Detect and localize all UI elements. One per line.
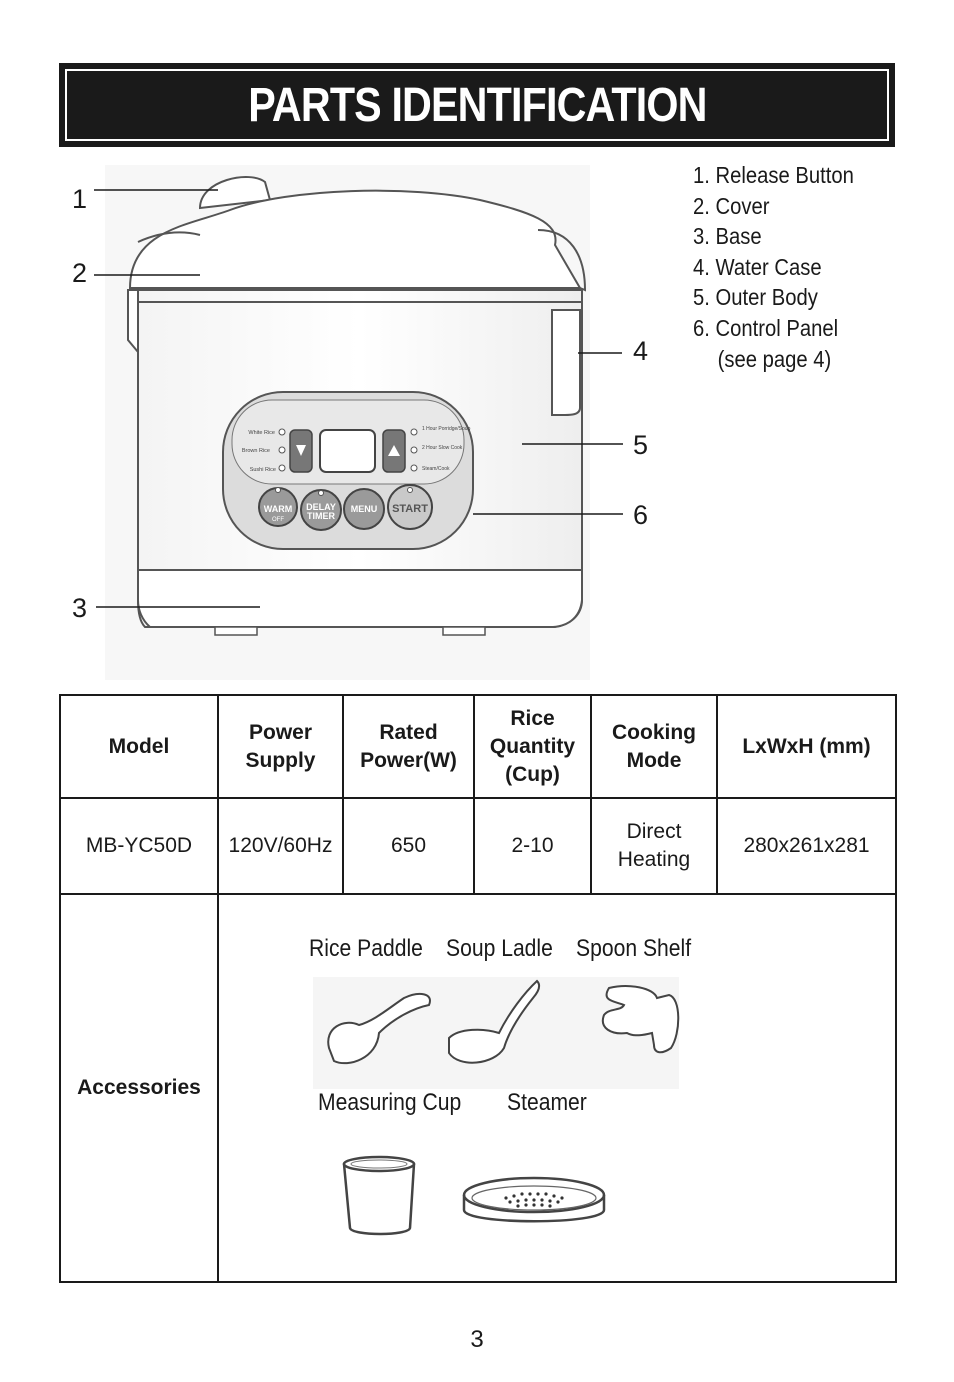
start-button <box>387 484 433 530</box>
svg-text:White Rice: White Rice <box>248 430 275 436</box>
display-screen <box>319 429 376 473</box>
steamer-icon <box>462 1176 606 1214</box>
accessories-label: Accessories <box>59 893 219 1283</box>
callout-4: 4 <box>633 336 649 366</box>
header-rice-quantity: Rice Quantity (Cup) <box>473 694 592 799</box>
spec-table: Model Power Supply Rated Power(W) Rice Q… <box>59 694 897 1283</box>
parts-list-note: (see page 4) <box>717 345 832 372</box>
svg-text:DELAY: DELAY <box>306 502 336 512</box>
table-header-row: Model Power Supply Rated Power(W) Rice Q… <box>59 694 897 799</box>
parts-list-item: 2. Cover <box>693 192 770 219</box>
value-cooking-mode: Direct Heating <box>590 797 718 895</box>
svg-text:TIMER: TIMER <box>307 511 335 521</box>
parts-list-item: 1. Release Button <box>693 162 854 188</box>
page-number: 3 <box>470 1326 484 1353</box>
callout-3: 3 <box>72 593 88 623</box>
svg-text:Brown Rice: Brown Rice <box>242 448 270 454</box>
menu-button <box>343 488 385 530</box>
accessories-area: Rice Paddle Soup Ladle Spoon Shelf Measu… <box>217 893 897 1283</box>
spoon-shelf-icon <box>601 985 680 1054</box>
accessory-soup-ladle-label: Soup Ladle <box>446 935 553 962</box>
header-dimensions: LxWxH (mm) <box>716 694 897 799</box>
accessory-cup-steamer-illustration <box>342 1155 606 1236</box>
value-power-supply: 120V/60Hz <box>217 797 344 895</box>
value-model: MB-YC50D <box>59 797 219 895</box>
callout-5: 5 <box>633 430 649 460</box>
callout-1: 1 <box>72 184 88 214</box>
accessory-measuring-cup-label: Measuring Cup <box>318 1089 462 1116</box>
accessory-utensils-illustration <box>313 977 680 1089</box>
svg-text:1 Hour Porridge/Soup: 1 Hour Porridge/Soup <box>422 426 471 432</box>
header-cooking-mode: Cooking Mode <box>590 694 718 799</box>
rice-paddle-icon <box>327 992 431 1065</box>
parts-list-item: 5. Outer Body <box>693 284 818 311</box>
rice-cooker-illustration: White Rice Brown Rice Sushi Rice 1 Hour … <box>94 165 623 680</box>
header-rated-power: Rated Power(W) <box>342 694 475 799</box>
rice-cooker-diagram: White Rice Brown Rice Sushi Rice 1 Hour … <box>60 160 680 685</box>
callout-2: 2 <box>72 258 88 288</box>
svg-text:Steam/Cook: Steam/Cook <box>422 466 450 472</box>
accessory-spoon-shelf-label: Spoon Shelf <box>576 935 692 962</box>
parts-list-item: 4. Water Case <box>693 253 822 280</box>
accessories-row: Accessories Rice Paddle Soup Ladle Spoon… <box>59 893 897 1283</box>
value-dimensions: 280x261x281 <box>716 797 897 895</box>
water-case-shape <box>551 309 581 416</box>
callout-6: 6 <box>633 500 649 530</box>
svg-text:2 Hour Slow Cook: 2 Hour Slow Cook <box>422 445 463 451</box>
base-shape <box>137 569 583 628</box>
svg-text:Sushi Rice: Sushi Rice <box>250 467 276 473</box>
accessory-rice-paddle-label: Rice Paddle <box>309 935 423 962</box>
page-title: PARTS IDENTIFICATION <box>247 78 707 132</box>
soup-ladle-icon <box>448 979 541 1064</box>
parts-list: 1. Release Button 2. Cover 3. Base 4. Wa… <box>693 160 876 374</box>
svg-text:MENU: MENU <box>351 504 378 514</box>
header-power-supply: Power Supply <box>217 694 344 799</box>
svg-text:START: START <box>392 503 428 515</box>
table-row: MB-YC50D 120V/60Hz 650 2-10 Direct Heati… <box>59 797 897 895</box>
svg-text:OFF: OFF <box>272 517 284 523</box>
svg-text:WARM: WARM <box>264 504 293 514</box>
title-banner: PARTS IDENTIFICATION <box>59 63 895 147</box>
parts-list-item: 6. Control Panel <box>693 314 839 341</box>
cover-shape <box>128 189 582 289</box>
value-rated-power: 650 <box>342 797 475 895</box>
parts-list-item: 3. Base <box>693 223 762 250</box>
accessory-steamer-label: Steamer <box>507 1089 587 1116</box>
header-model: Model <box>59 694 219 799</box>
value-rice-quantity: 2-10 <box>473 797 592 895</box>
release-button-shape <box>198 176 272 210</box>
